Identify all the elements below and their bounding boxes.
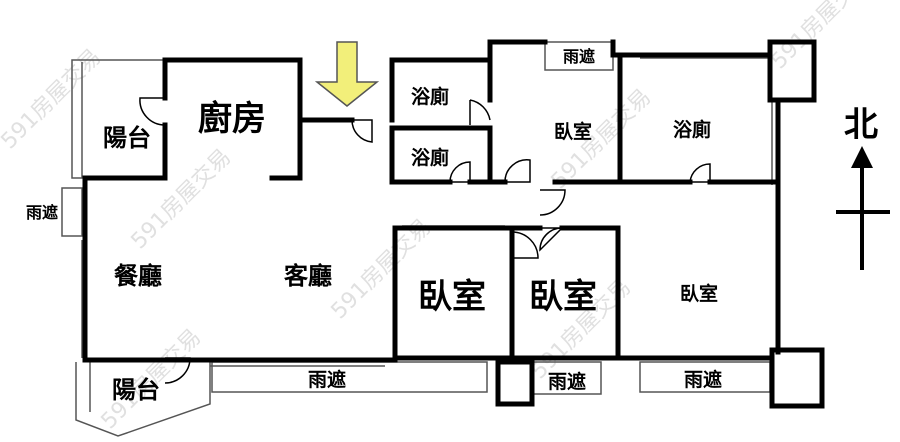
watermark: 591房屋交易 — [767, 0, 877, 74]
room-living-label: 客廳 — [284, 262, 332, 290]
door-entrance — [351, 119, 373, 143]
awning-bottom-left-label: 雨遮 — [308, 368, 346, 391]
awning-left-label: 雨遮 — [26, 203, 58, 222]
room-balcony-bottom-label: 陽台 — [112, 376, 160, 404]
compass-north-label: 北 — [844, 105, 878, 145]
bedroom-b-wall — [509, 225, 621, 361]
awning-bottom-right-label: 雨遮 — [684, 368, 722, 391]
room-bath-2-label: 浴廁 — [411, 146, 449, 169]
room-balcony-top-label: 陽台 — [103, 124, 151, 152]
room-dining-label: 餐廳 — [114, 262, 162, 290]
room-bedroom-top-label: 臥室 — [554, 120, 592, 143]
door-bedroom-b — [539, 227, 564, 252]
doors — [139, 97, 711, 384]
room-bath-1-label: 浴廁 — [411, 85, 449, 108]
door-kitchen-balcony — [139, 97, 166, 126]
door-balcony-bottom — [164, 357, 191, 384]
awning-bottom-mid-label: 雨遮 — [548, 370, 586, 393]
column — [495, 359, 535, 407]
room-bath-master-label: 浴廁 — [673, 118, 711, 141]
balcony-outline — [71, 59, 165, 179]
entrance-arrow-icon — [314, 41, 380, 107]
watermark-group: 591房屋交易 591房屋交易 591房屋交易 591房屋交易 591房屋交易 … — [0, 0, 876, 434]
watermark: 591房屋交易 — [0, 45, 106, 155]
door-hall — [539, 189, 566, 216]
door-bedroom-a — [511, 231, 539, 259]
compass-icon: 北 — [836, 105, 890, 270]
watermark: 591房屋交易 — [127, 145, 237, 255]
room-bedroom-master-label: 臥室 — [680, 282, 718, 305]
room-bedroom-a-label: 臥室 — [418, 277, 486, 317]
walls — [82, 39, 825, 409]
column — [769, 347, 825, 409]
door-bath-2 — [449, 161, 471, 183]
door-bath-master — [689, 163, 711, 183]
room-kitchen-label: 廚房 — [198, 99, 266, 139]
column — [767, 39, 817, 103]
room-bedroom-b-label: 臥室 — [529, 277, 597, 317]
door-bath-1 — [469, 99, 491, 125]
awning-top-label: 雨遮 — [563, 47, 595, 66]
awning-left-outline — [61, 187, 83, 237]
bedroom-a-wall — [392, 225, 515, 363]
door-bedroom-top — [504, 159, 531, 183]
bath-wall — [389, 39, 548, 63]
balcony-bottom-outline — [75, 362, 211, 437]
